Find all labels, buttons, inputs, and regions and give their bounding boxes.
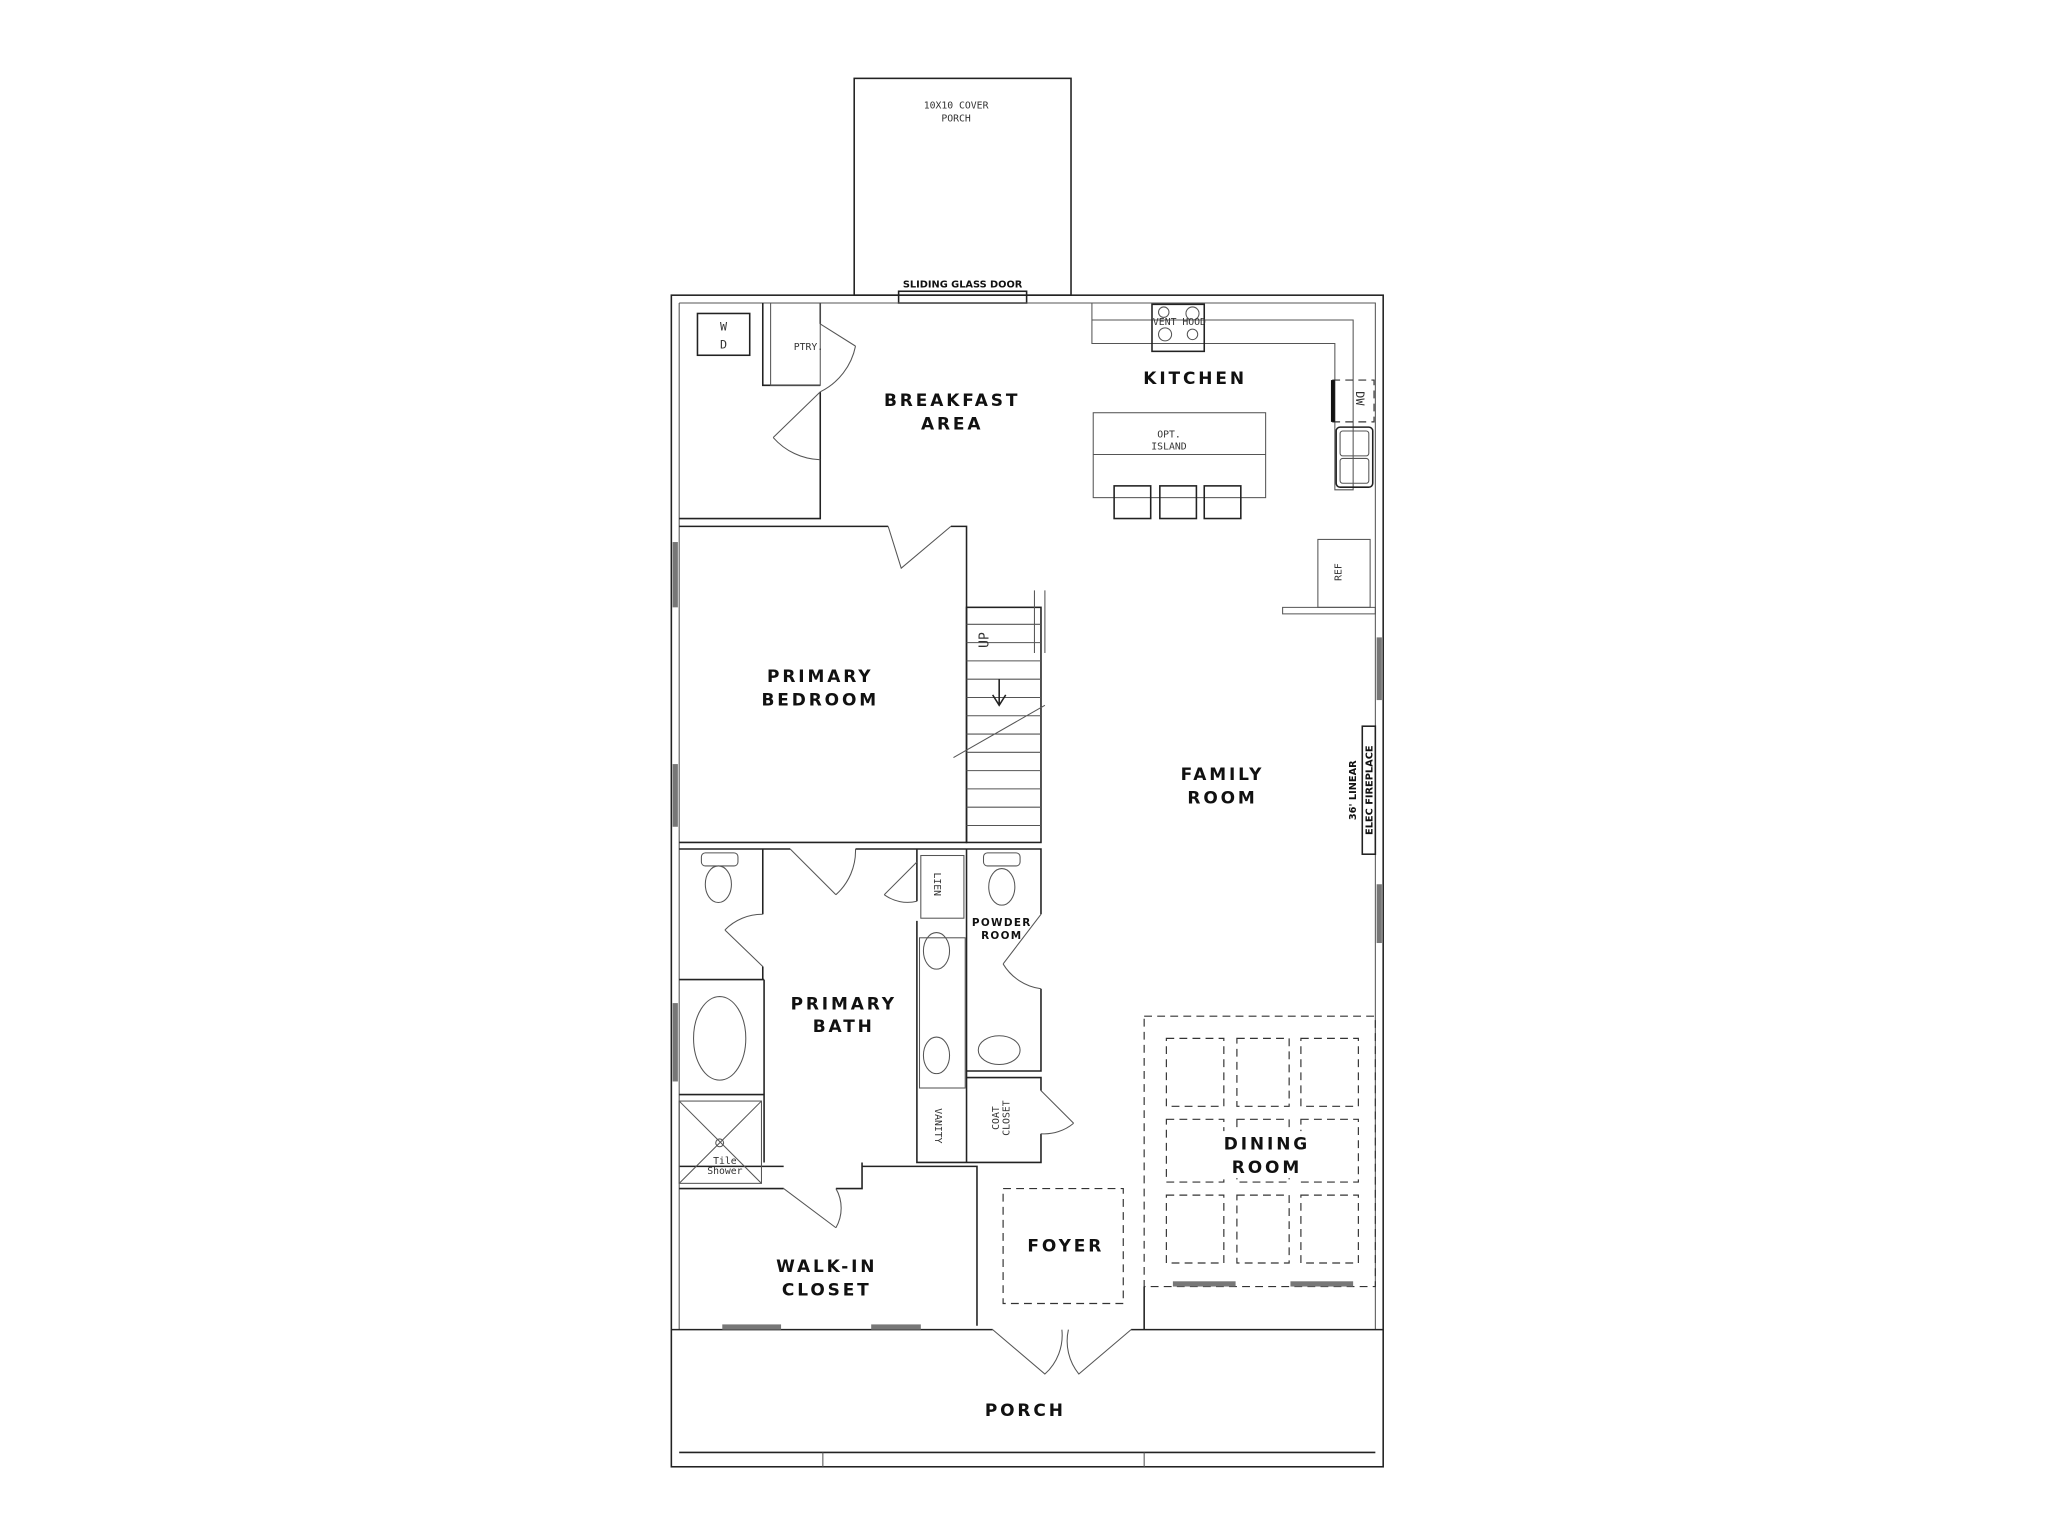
exterior-wall (670, 294, 1384, 1468)
powder-sink (977, 1035, 1021, 1066)
porch-walls (671, 1328, 1384, 1454)
shower-label-1: Tile (713, 1156, 737, 1167)
pantry-door (819, 323, 857, 393)
window (1290, 1281, 1354, 1287)
window (1376, 884, 1382, 944)
cooktop (1151, 303, 1206, 353)
bath-door (789, 848, 857, 896)
fireplace-label-1: 36' LINEAR (1348, 760, 1359, 820)
laundry-door (772, 391, 821, 461)
window (871, 1324, 921, 1330)
porch-label: PORCH (985, 1401, 1066, 1421)
dining-room-label-2: ROOM (1232, 1158, 1302, 1178)
window (1376, 637, 1382, 701)
island-label-1: OPT. (1157, 430, 1181, 441)
bath-walls (679, 848, 978, 1326)
linen-label: LIEN (931, 872, 942, 896)
vanity-label: VANITY (932, 1108, 943, 1143)
pantry-label: PTRY. (794, 342, 823, 353)
stairs-up-label: UP (978, 632, 993, 648)
island (1092, 412, 1267, 499)
primary-bedroom-label-2: BEDROOM (761, 690, 879, 710)
window (672, 542, 678, 608)
walk-in-closet-label-1: WALK-IN (776, 1257, 877, 1277)
dining-table-grid (1143, 1015, 1376, 1288)
linen-door (883, 861, 918, 903)
bar-stools (1113, 485, 1242, 520)
powder-door (1002, 913, 1042, 990)
breakfast-label-1: BREAKFAST (884, 391, 1020, 411)
closet-door (783, 1188, 842, 1229)
coat-closet-door (1040, 1090, 1075, 1135)
sliding-glass-door (897, 290, 1028, 304)
foyer-label: FOYER (1027, 1236, 1104, 1256)
bedroom-door (887, 525, 952, 570)
vent-hood-label: VENT HOOD (1153, 317, 1206, 328)
toilet (700, 852, 739, 867)
covered-porch-label-1: 10X10 COVER (924, 100, 989, 111)
staircase (953, 590, 1046, 844)
covered-porch-label-2: PORCH (941, 113, 971, 124)
front-doors (992, 1329, 1132, 1375)
powder-room-label-2: ROOM (981, 930, 1022, 942)
refrigerator-label: REF (1333, 563, 1344, 581)
window (672, 764, 678, 827)
primary-bath-label-1: PRIMARY (791, 995, 897, 1015)
washer-dryer (696, 312, 751, 357)
kitchen-sink (1335, 426, 1374, 488)
kitchen-counter (1091, 303, 1354, 491)
breakfast-label-2: AREA (921, 415, 983, 435)
vanity-counter (918, 937, 966, 1089)
family-room-label-1: FAMILY (1181, 765, 1265, 785)
fireplace-label-2: ELEC FIREPLACE (1365, 745, 1376, 835)
bathtub (693, 996, 747, 1081)
powder-walls (966, 848, 1042, 1164)
shower-label-2: Shower (707, 1166, 742, 1177)
sliding-door-label: SLIDING GLASS DOOR (903, 279, 1023, 290)
family-room-label-2: ROOM (1187, 788, 1257, 808)
pantry (770, 302, 821, 386)
washer-label: W (720, 319, 728, 333)
powder-toilet (982, 852, 1021, 867)
window (672, 1003, 678, 1082)
porch-posts (822, 1452, 1145, 1467)
wc-door (724, 913, 764, 967)
window (722, 1324, 782, 1330)
dishwasher-label: DW (1353, 391, 1367, 406)
coat-closet-label-2: CLOSET (1002, 1100, 1013, 1135)
kitchen-label: KITCHEN (1143, 369, 1247, 389)
linen-closet (920, 854, 965, 919)
walk-in-closet-label-2: CLOSET (782, 1281, 872, 1301)
primary-bath-label-2: BATH (813, 1017, 875, 1037)
dryer-label: D (720, 338, 727, 352)
primary-bedroom-label-1: PRIMARY (767, 667, 873, 687)
window (1172, 1281, 1236, 1287)
coat-closet-label-1: COAT (991, 1106, 1002, 1130)
fireplace (1361, 725, 1377, 855)
tile-shower (678, 1100, 762, 1184)
powder-room-label-1: POWDER (972, 917, 1032, 929)
dining-room-label-1: DINING (1224, 1134, 1310, 1154)
island-label-2: ISLAND (1151, 441, 1186, 452)
